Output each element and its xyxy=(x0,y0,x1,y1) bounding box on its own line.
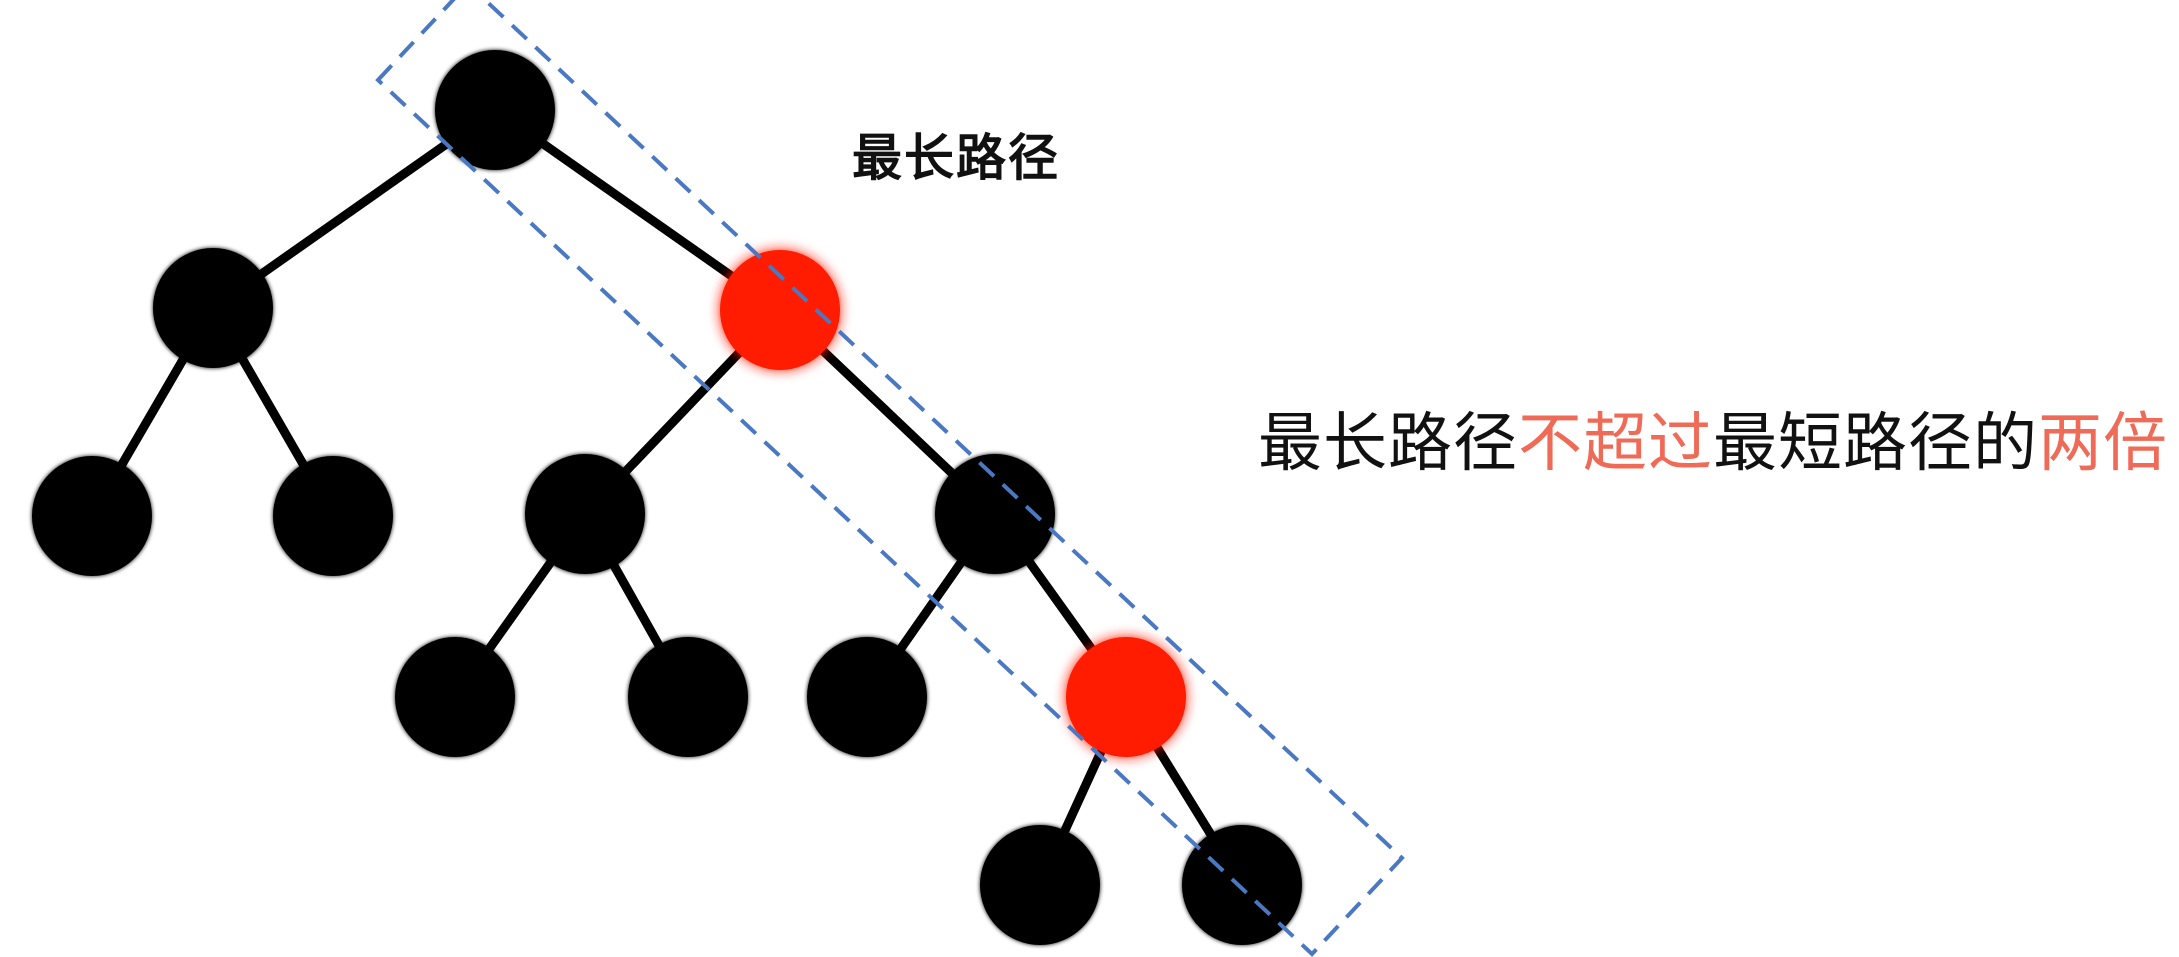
black-node-n2 xyxy=(153,248,273,368)
black-node-n9 xyxy=(628,637,748,757)
black-node-n7 xyxy=(935,454,1055,574)
tree-nodes xyxy=(32,50,1302,945)
tree-edges xyxy=(87,105,1247,890)
black-node-n12 xyxy=(980,825,1100,945)
longest-path-label: 最长路径 xyxy=(852,129,1060,187)
path-length-statement: 最长路径不超过最短路径的两倍 xyxy=(1258,392,2168,484)
black-node-n1 xyxy=(435,50,555,170)
statement-part-shortest-path: 最短路径的 xyxy=(1713,407,2038,481)
red-node-n3 xyxy=(720,250,840,370)
red-node-n11 xyxy=(1066,637,1186,757)
black-node-n13 xyxy=(1182,825,1302,945)
statement-part-twice: 两倍 xyxy=(2038,407,2168,481)
statement-part-not-exceed: 不超过 xyxy=(1518,407,1713,481)
longest-path-highlight-box xyxy=(375,0,1405,957)
black-node-n5 xyxy=(273,456,393,576)
statement-part-longest-path: 最长路径 xyxy=(1258,407,1518,481)
black-node-n8 xyxy=(395,637,515,757)
black-node-n10 xyxy=(807,637,927,757)
black-node-n6 xyxy=(525,454,645,574)
black-node-n4 xyxy=(32,456,152,576)
